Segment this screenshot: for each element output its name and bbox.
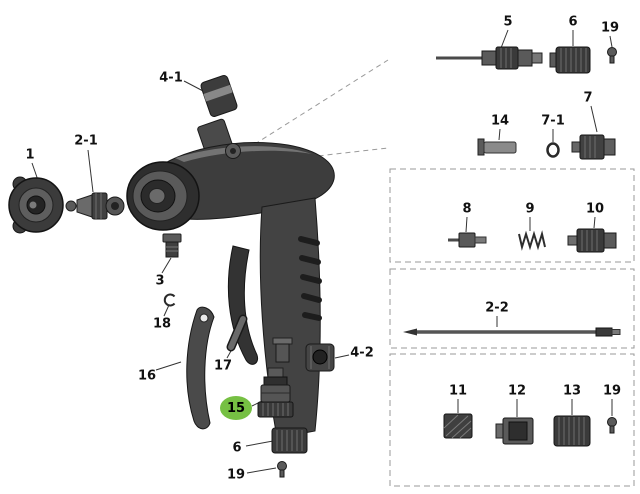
part-label-19-top[interactable]: 19 (600, 20, 620, 36)
part-label-5[interactable]: 5 (503, 14, 513, 30)
part-5-assembly-drawing (436, 46, 543, 70)
part-label-1[interactable]: 1 (25, 147, 35, 163)
dashed-group-boxes (389, 168, 635, 487)
part-label-7-1[interactable]: 7-1 (541, 113, 565, 129)
part-4-2-fitting-drawing (305, 343, 335, 372)
part-9-spring-drawing (518, 230, 546, 251)
part-label-2-2[interactable]: 2-2 (485, 300, 509, 316)
part-label-14[interactable]: 14 (490, 113, 510, 129)
part-4-1-connector-drawing (200, 75, 238, 117)
part-7-1-oring-drawing (546, 142, 560, 158)
part-label-16[interactable]: 16 (137, 368, 157, 384)
part-12-fitting-drawing (495, 417, 534, 445)
part-label-2-1[interactable]: 2-1 (74, 133, 98, 149)
part-18-circlip-drawing (163, 293, 176, 307)
part-19-bottom-screw-drawing (277, 461, 287, 478)
part-6-bottom-knob-drawing (271, 427, 308, 454)
part-8-fitting-drawing (448, 232, 487, 248)
group-box-2 (389, 268, 635, 349)
part-label-12[interactable]: 12 (507, 383, 527, 399)
part-label-3[interactable]: 3 (155, 273, 165, 289)
part-19-top-screw-drawing (607, 47, 617, 64)
leader-lines (31, 29, 613, 474)
part-16-trigger-drawing (186, 306, 215, 430)
part-2-2-needle-drawing (403, 327, 621, 337)
part-label-11[interactable]: 11 (448, 383, 468, 399)
part-13-knob-drawing (553, 415, 591, 447)
part-15-valve-drawing (257, 367, 294, 418)
part-14-pin-drawing (477, 138, 517, 156)
group-box-3 (389, 353, 635, 487)
part-label-19-bottom[interactable]: 19 (226, 467, 246, 483)
group-box-1 (389, 168, 635, 263)
part-7-fitting-drawing (571, 134, 616, 160)
part-label-10[interactable]: 10 (585, 201, 605, 217)
part-label-17[interactable]: 17 (213, 358, 233, 374)
part-label-9[interactable]: 9 (525, 201, 535, 217)
part-2-1-nozzle-drawing (65, 192, 125, 220)
gun-outlet-fitting-drawing (272, 337, 293, 363)
part-label-15[interactable]: 15 (220, 396, 252, 420)
part-label-19-right[interactable]: 19 (602, 383, 622, 399)
part-1-air-cap-drawing (8, 176, 64, 234)
part-19-right-screw-drawing (607, 417, 617, 434)
part-11-filter-drawing (443, 413, 473, 439)
part-6-top-knob-drawing (549, 46, 591, 74)
part-label-4-2[interactable]: 4-2 (350, 345, 374, 361)
part-label-6-bottom[interactable]: 6 (232, 440, 242, 456)
part-label-13[interactable]: 13 (562, 383, 582, 399)
part-label-6-top[interactable]: 6 (568, 14, 578, 30)
part-label-18[interactable]: 18 (152, 316, 172, 332)
part-label-7[interactable]: 7 (583, 90, 593, 106)
part-17-pin-drawing (226, 314, 248, 352)
part-10-fitting-drawing (567, 228, 617, 253)
part-label-8[interactable]: 8 (462, 201, 472, 217)
part-3-fitting-drawing (162, 233, 182, 258)
part-label-4-1[interactable]: 4-1 (159, 70, 183, 86)
